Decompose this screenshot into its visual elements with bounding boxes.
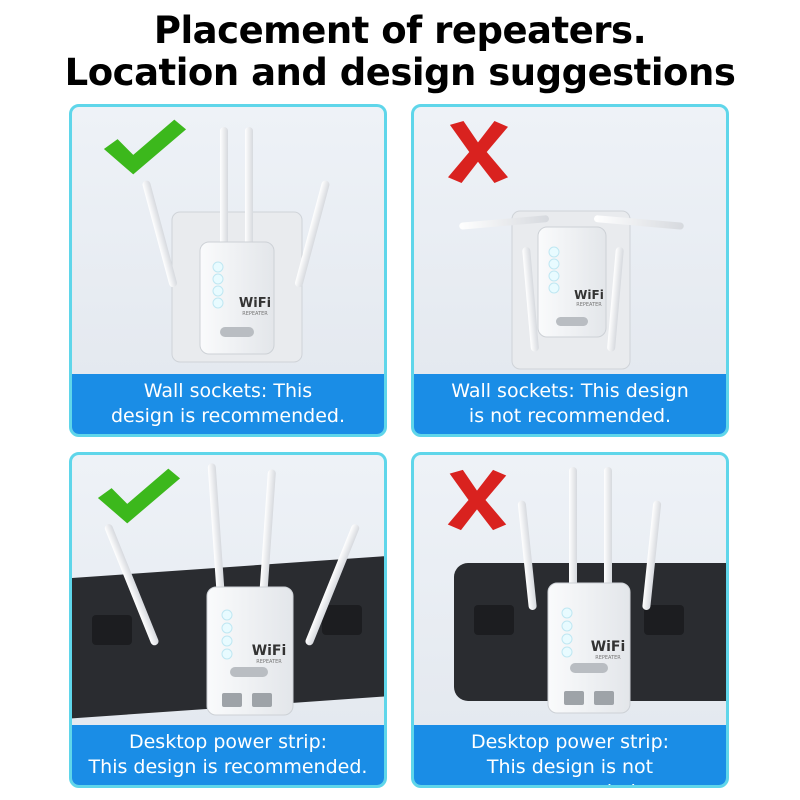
device-sub: REPEATER xyxy=(576,302,602,308)
cross-icon xyxy=(447,121,509,183)
scene-power-strip: WiFi REPEATER xyxy=(72,463,384,719)
panel-wall-recommended: WiFi REPEATER Wall sockets: This design … xyxy=(69,104,387,437)
wps-button xyxy=(220,327,254,337)
check-icon xyxy=(103,119,187,175)
caption-line1: Desktop power strip: xyxy=(470,731,670,753)
caption-line1: Wall sockets: This design xyxy=(451,380,689,402)
caption: Desktop power strip: This design is reco… xyxy=(72,725,384,785)
antenna xyxy=(522,246,539,352)
device-sub: REPEATER xyxy=(595,655,621,661)
device-sub: REPEATER xyxy=(242,311,268,317)
antenna xyxy=(517,500,537,611)
caption: Desktop power strip: This design is not … xyxy=(414,725,726,785)
page-title-line1: Placement of repeaters. xyxy=(153,9,647,52)
caption-line1: Wall sockets: This xyxy=(143,380,313,402)
antenna xyxy=(245,127,253,257)
page-title-line2: Location and design suggestions xyxy=(64,51,736,94)
device-brand: WiFi xyxy=(574,288,604,302)
check-icon xyxy=(97,468,181,524)
caption: Wall sockets: This design is recommended… xyxy=(72,374,384,434)
antenna xyxy=(459,215,549,230)
caption-line2: This design is not recommended. xyxy=(486,756,654,785)
caption-line2: is not recommended. xyxy=(468,405,672,427)
caption: Wall sockets: This design is not recomme… xyxy=(414,374,726,434)
antenna xyxy=(607,246,624,352)
caption-line1: Desktop power strip: xyxy=(128,731,328,753)
antenna xyxy=(642,500,662,611)
scene-wall-socket: WiFi REPEATER xyxy=(447,121,684,370)
caption-line2: This design is recommended. xyxy=(88,756,368,778)
antenna xyxy=(569,467,577,587)
device-sub: REPEATER xyxy=(256,659,282,665)
device-brand: WiFi xyxy=(591,639,626,655)
device-brand: WiFi xyxy=(252,643,287,659)
antenna xyxy=(142,180,177,288)
antenna xyxy=(604,467,612,587)
wps-button xyxy=(230,667,268,677)
device-brand: WiFi xyxy=(239,296,271,311)
panel-strip-recommended: WiFi REPEATER Desktop power strip: This … xyxy=(69,452,387,788)
antenna xyxy=(305,524,360,646)
antenna xyxy=(594,215,684,230)
antenna xyxy=(220,127,228,257)
caption-line2: design is recommended. xyxy=(110,405,346,427)
wps-button xyxy=(570,663,608,673)
wps-button xyxy=(556,317,588,326)
antenna xyxy=(104,524,159,646)
panel-strip-not-recommended: WiFi REPEATER Desktop power strip: This … xyxy=(411,452,729,788)
scene-wall-socket: WiFi REPEATER xyxy=(103,119,330,363)
antenna xyxy=(258,469,276,615)
scene-power-strip: WiFi REPEATER xyxy=(447,467,726,714)
antenna xyxy=(295,180,330,288)
panel-wall-not-recommended: WiFi REPEATER Wall sockets: This design … xyxy=(411,104,729,437)
cross-icon xyxy=(447,469,507,531)
antenna xyxy=(207,463,226,614)
